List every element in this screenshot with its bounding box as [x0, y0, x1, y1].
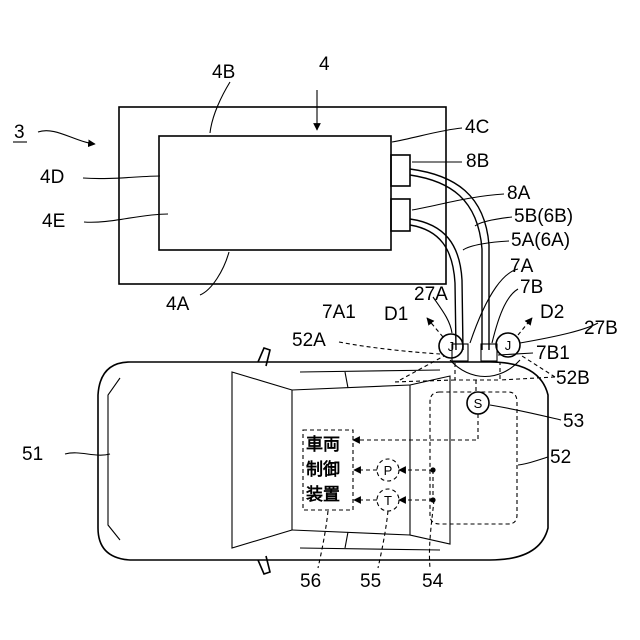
charger-unit: [119, 107, 446, 284]
controller-line-1: 車両: [306, 434, 340, 455]
label-4: 4: [319, 54, 330, 75]
svg-text:J: J: [448, 339, 455, 354]
label-52a: 52A: [292, 330, 326, 351]
plug-7a1: [452, 344, 468, 361]
label-4e: 4E: [42, 211, 65, 232]
label-d1: D1: [384, 304, 408, 325]
label-55: 55: [360, 571, 381, 592]
label-54: 54: [422, 571, 444, 592]
svg-text:J: J: [505, 338, 512, 353]
label-8a: 8A: [507, 183, 531, 204]
label-52b: 52B: [556, 368, 590, 389]
mirror-bottom: [258, 556, 270, 574]
label-7a1: 7A1: [322, 302, 356, 323]
label-4c: 4C: [465, 117, 489, 138]
svg-text:S: S: [474, 396, 483, 411]
svg-text:P: P: [384, 463, 393, 478]
label-7b1: 7B1: [536, 343, 570, 364]
connector-8b: [391, 155, 410, 186]
label-52: 52: [550, 447, 571, 468]
charger-inner-body: [159, 136, 391, 250]
svg-text:T: T: [384, 493, 392, 508]
label-5a-6a: 5A(6A): [511, 230, 570, 251]
label-27b: 27B: [584, 318, 618, 339]
label-27a: 27A: [414, 284, 448, 305]
connector-8a: [391, 199, 410, 231]
label-7b: 7B: [520, 277, 543, 298]
controller-line-2: 制御: [306, 459, 340, 480]
label-4a: 4A: [166, 294, 190, 315]
mirror-top: [258, 348, 270, 366]
windshield: [232, 372, 292, 548]
label-5b-6b: 5B(6B): [514, 206, 573, 227]
label-3: 3: [14, 122, 25, 143]
label-d2: D2: [540, 302, 564, 323]
charger-outer-housing: [119, 107, 446, 284]
label-56: 56: [300, 571, 321, 592]
label-4b: 4B: [212, 62, 235, 83]
label-4d: 4D: [40, 167, 64, 188]
label-8b: 8B: [466, 151, 489, 172]
label-7a: 7A: [510, 256, 534, 277]
label-51: 51: [22, 444, 43, 465]
battery-52: [430, 392, 517, 524]
label-53: 53: [563, 411, 584, 432]
controller-line-3: 装置: [305, 484, 340, 505]
